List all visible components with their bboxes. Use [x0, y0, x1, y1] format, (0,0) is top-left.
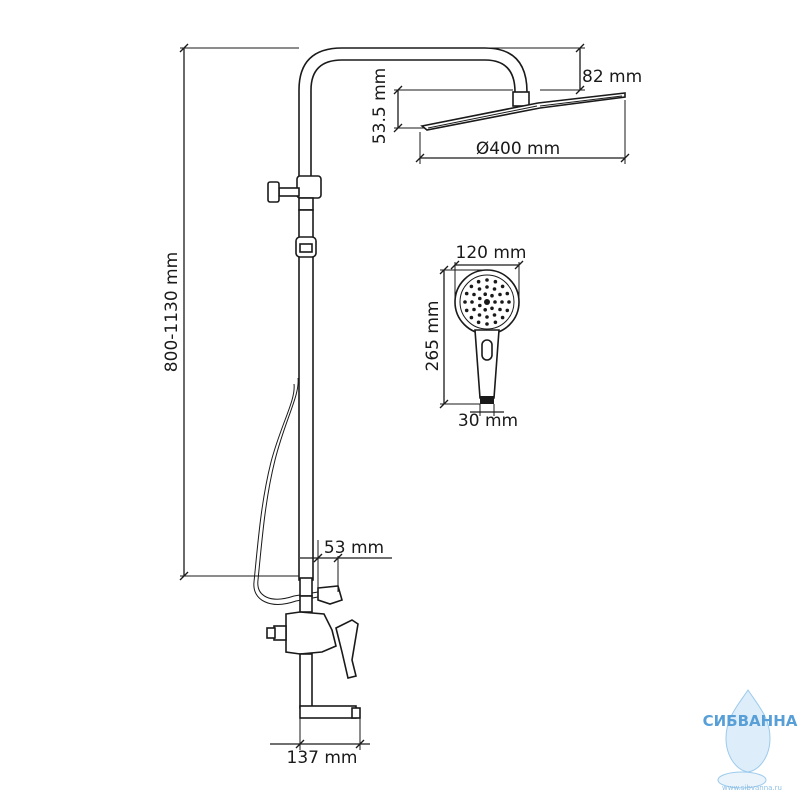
- nozzle-dot: [476, 320, 481, 325]
- nozzle-dot: [490, 306, 494, 311]
- hand-length-label: 265 mm: [423, 301, 443, 372]
- bathtub-icon: [717, 771, 767, 789]
- mode-button: [481, 339, 493, 361]
- nozzle-dot: [483, 292, 488, 297]
- nozzle-dot: [463, 300, 467, 304]
- logo-brand: СИБВАННА: [703, 712, 798, 730]
- nozzle-dot: [478, 296, 482, 301]
- nozzle-dot: [493, 279, 498, 284]
- hand-handle-label: 30 mm: [458, 411, 518, 431]
- nozzle-dot: [477, 287, 482, 291]
- logo-site: www.sibvanna.ru: [722, 784, 782, 792]
- nozzle-dot: [476, 279, 481, 284]
- nozzle-dot: [478, 303, 482, 308]
- nozzle-dot: [492, 313, 497, 317]
- dimension-head-thickness: 53.5 mm: [370, 68, 513, 144]
- nozzle-dot: [485, 285, 489, 289]
- bath-spout: [299, 705, 357, 719]
- mixer-depth-label: 137 mm: [287, 748, 358, 768]
- shower-hose: [253, 377, 319, 605]
- nozzle-dot: [485, 322, 489, 326]
- nozzle-dot: [505, 308, 510, 313]
- nozzle-dot: [485, 278, 489, 282]
- mixer-lever: [335, 619, 359, 679]
- head-connector: [512, 91, 530, 107]
- hose-outlet: [317, 585, 343, 605]
- nozzle-dot: [469, 284, 474, 289]
- dimension-head-diameter: Ø400 mm: [415, 100, 630, 164]
- brand-logo: СИБВАННА www.sibvanna.ru: [703, 689, 798, 792]
- hand-shower: [454, 269, 520, 404]
- nozzle-dot: [493, 300, 497, 304]
- nozzle-dot: [485, 315, 489, 319]
- nozzle-dot: [472, 307, 476, 312]
- water-drop-icon: [725, 689, 771, 773]
- nozzle-dot: [507, 300, 511, 304]
- nozzle-dot: [493, 320, 498, 325]
- wall-offset-label: 53 mm: [324, 538, 384, 558]
- nozzle-dot: [472, 292, 476, 297]
- diverter-valve: [267, 175, 322, 211]
- nozzle-dot: [469, 315, 474, 320]
- nozzle-dot: [477, 313, 482, 317]
- nozzle-dot: [492, 287, 497, 291]
- nozzle-dot: [470, 300, 474, 304]
- hand-width-label: 120 mm: [456, 243, 527, 263]
- nozzle-dot: [505, 291, 510, 296]
- head-thickness-label: 53.5 mm: [370, 68, 390, 144]
- nozzle-dot: [500, 300, 504, 304]
- spray-nozzles: [463, 278, 511, 326]
- dimension-wall-offset: 53 mm: [300, 538, 392, 592]
- bath-mixer: [266, 577, 361, 719]
- nozzle-dot: [500, 284, 505, 289]
- rain-shower-head: [420, 92, 626, 131]
- nozzle-dot: [498, 292, 502, 297]
- nozzle-dot: [464, 291, 469, 296]
- dimension-rail-height: 800-1130 mm: [162, 43, 299, 581]
- hose-connector: [480, 396, 494, 404]
- dimension-hand-handle: 30 mm: [458, 404, 518, 431]
- head-diameter-label: Ø400 mm: [476, 139, 560, 159]
- dimension-arm-drop: 82 mm: [485, 43, 642, 95]
- dimension-hand-width: 120 mm: [450, 243, 527, 302]
- nozzle-dot: [483, 308, 488, 312]
- nozzle-dot: [498, 307, 502, 312]
- nozzle-center: [484, 299, 490, 305]
- lower-rail: [295, 209, 317, 581]
- arm-drop-label: 82 mm: [582, 67, 642, 87]
- rail-height-label: 800-1130 mm: [162, 252, 182, 372]
- dimension-mixer-depth: 137 mm: [270, 718, 370, 768]
- nozzle-dot: [464, 308, 469, 313]
- nozzle-dot: [490, 293, 494, 298]
- dimension-hand-length: 265 mm: [423, 265, 487, 409]
- nozzle-dot: [500, 315, 505, 320]
